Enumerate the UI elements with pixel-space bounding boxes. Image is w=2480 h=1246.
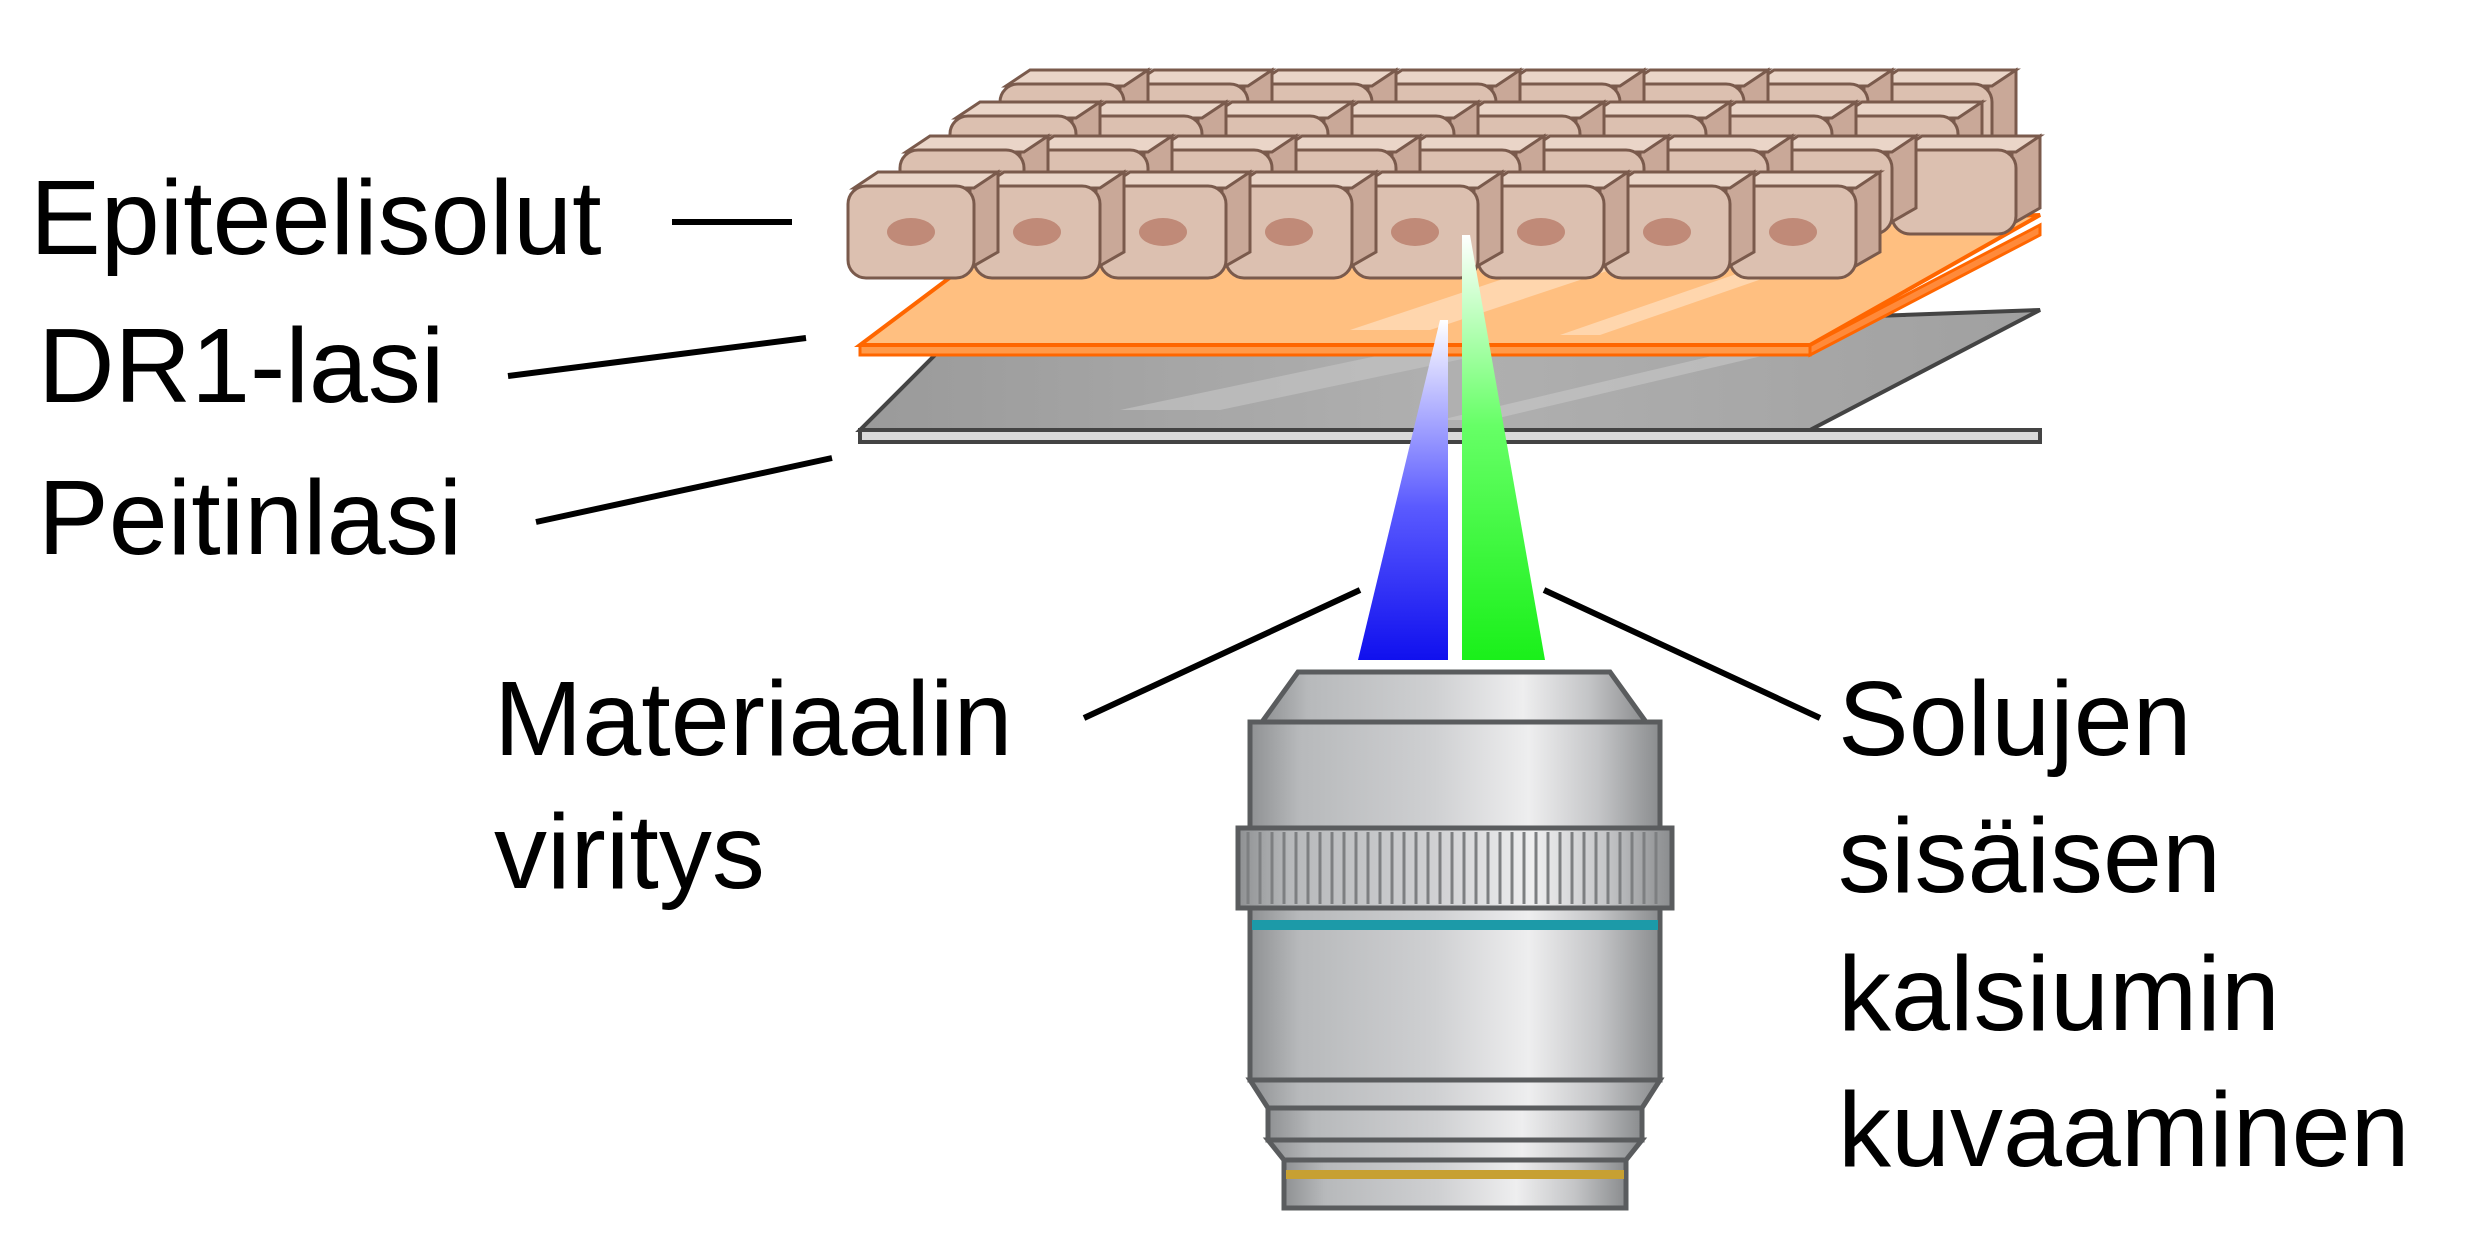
- epithelial-cell: [1224, 169, 1381, 280]
- label-epithelial-cells: Epiteelisolut: [30, 159, 602, 277]
- epithelial-cell-layer: [846, 67, 2045, 280]
- label-excitation-line1: Materiaalin: [494, 660, 1012, 778]
- epithelial-cell: [846, 169, 1003, 280]
- label-imaging-line1: Solujen: [1838, 660, 2192, 778]
- epithelial-cell: [1728, 169, 1885, 280]
- microscope-objective: [1235, 669, 1675, 1211]
- objective-gold-ring: [1286, 1170, 1624, 1179]
- label-imaging-line4: kuvaaminen: [1838, 1071, 2410, 1189]
- label-coverslip: Peitinlasi: [38, 459, 462, 577]
- imaging-beam: [1462, 235, 1545, 660]
- epithelial-cell: [1350, 169, 1507, 280]
- label-imaging-line3: kalsiumin: [1838, 935, 2280, 1053]
- epithelial-cell: [1890, 133, 2045, 236]
- label-dr1-glass: DR1-lasi: [38, 307, 444, 425]
- leader-line-excitation: [1082, 587, 1362, 721]
- knurled-grip-ring: [1246, 832, 1658, 904]
- objective-color-band: [1252, 920, 1658, 930]
- epithelial-cell: [1098, 169, 1255, 280]
- leader-line-dr1: [507, 335, 807, 379]
- leader-line-imaging: [1542, 587, 1822, 721]
- leader-line-coverslip: [535, 455, 833, 525]
- label-excitation-line2: viritys: [494, 793, 765, 911]
- epithelial-cell: [1602, 169, 1759, 280]
- excitation-beam: [1358, 320, 1448, 660]
- label-imaging-line2: sisäisen: [1838, 797, 2221, 915]
- epithelial-cell: [1476, 169, 1633, 280]
